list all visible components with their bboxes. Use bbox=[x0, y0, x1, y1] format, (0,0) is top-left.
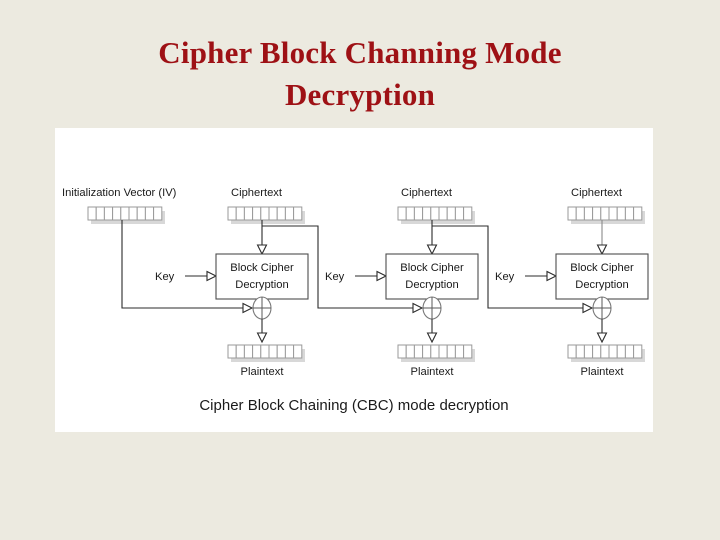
plaintext-block-3 bbox=[567, 344, 645, 362]
key-label-1: Key bbox=[155, 271, 175, 283]
key1-to-cipherbox1-connector bbox=[185, 270, 218, 282]
block-cipher-decryption-box-2-line2: Decryption bbox=[405, 279, 458, 291]
block-cipher-decryption-box-3: Block Cipher Decryption bbox=[555, 253, 649, 300]
xor-symbol-3 bbox=[592, 296, 612, 320]
block-cipher-decryption-box-2: Block Cipher Decryption bbox=[385, 253, 479, 300]
iv-to-xor1-connector bbox=[121, 220, 254, 314]
xor3-to-plaintext3-connector bbox=[596, 319, 608, 344]
ciphertext-label-3: Ciphertext bbox=[571, 187, 623, 199]
ciphertext-block-1 bbox=[227, 206, 305, 224]
plaintext-label-2: Plaintext bbox=[411, 366, 455, 378]
plaintext-block-2 bbox=[397, 344, 475, 362]
block-cipher-decryption-box-1-line2: Decryption bbox=[235, 279, 288, 291]
block-cipher-decryption-box-1-line1: Block Cipher bbox=[230, 262, 294, 274]
plaintext-block-1 bbox=[227, 344, 305, 362]
plaintext-label-1: Plaintext bbox=[241, 366, 285, 378]
ciphertext2-to-cipherbox2-connector bbox=[426, 220, 438, 256]
ciphertext1-to-xor2-connector bbox=[262, 225, 424, 314]
ciphertext-label-2: Ciphertext bbox=[401, 187, 453, 199]
page-title-line-1: Cipher Block Channing Mode bbox=[158, 35, 562, 70]
xor-symbol-1 bbox=[252, 296, 272, 320]
cbc-decryption-diagram: Initialization Vector (IV) Ciphertext bbox=[55, 128, 653, 432]
page-title: Cipher Block Channing Mode Decryption bbox=[60, 32, 660, 116]
iv-label: Initialization Vector (IV) bbox=[62, 187, 177, 199]
xor1-to-plaintext1-connector bbox=[256, 319, 268, 344]
ciphertext1-to-cipherbox1-connector bbox=[256, 220, 268, 256]
key2-to-cipherbox2-connector bbox=[355, 270, 388, 282]
key-label-2: Key bbox=[325, 271, 345, 283]
block-cipher-decryption-box-3-line1: Block Cipher bbox=[570, 262, 634, 274]
block-cipher-decryption-box-2-line1: Block Cipher bbox=[400, 262, 464, 274]
ciphertext2-to-xor3-connector bbox=[432, 225, 594, 314]
key-label-3: Key bbox=[495, 271, 515, 283]
ciphertext-block-3 bbox=[567, 206, 645, 224]
xor2-to-plaintext2-connector bbox=[426, 319, 438, 344]
ciphertext-block-2 bbox=[397, 206, 475, 224]
xor-symbol-2 bbox=[422, 296, 442, 320]
block-cipher-decryption-box-1: Block Cipher Decryption bbox=[215, 253, 309, 300]
diagram-caption: Cipher Block Chaining (CBC) mode decrypt… bbox=[199, 397, 508, 414]
iv-block bbox=[87, 206, 165, 224]
plaintext-label-3: Plaintext bbox=[581, 366, 625, 378]
block-cipher-decryption-box-3-line2: Decryption bbox=[575, 279, 628, 291]
key3-to-cipherbox3-connector bbox=[525, 270, 558, 282]
ciphertext3-to-cipherbox3-connector bbox=[596, 220, 608, 256]
ciphertext-label-1: Ciphertext bbox=[231, 187, 283, 199]
page-title-line-2: Decryption bbox=[284, 77, 436, 113]
